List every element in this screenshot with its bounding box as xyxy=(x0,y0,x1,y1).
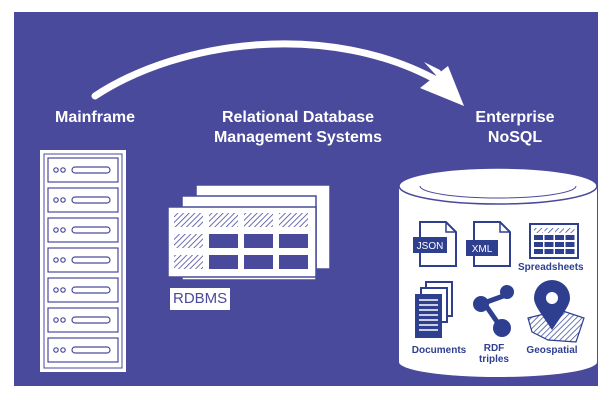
rack-unit xyxy=(47,277,119,303)
rack-led xyxy=(60,317,66,323)
rack-led xyxy=(60,287,66,293)
xml-file-icon: XML xyxy=(466,221,511,267)
rack-unit xyxy=(47,307,119,333)
rack-drive-slot xyxy=(71,346,111,354)
spreadsheet-cell xyxy=(555,235,564,240)
table-cell xyxy=(244,213,273,227)
table-cell xyxy=(209,255,238,269)
rack-led xyxy=(53,347,59,353)
spreadsheet-cell xyxy=(565,249,575,254)
spreadsheet-cell xyxy=(555,228,564,233)
spreadsheet-cell xyxy=(565,235,575,240)
documents-icon xyxy=(415,281,453,338)
rack-unit xyxy=(47,217,119,243)
map-pin-icon xyxy=(527,280,585,343)
table-cell xyxy=(244,255,273,269)
json-file-icon: JSON xyxy=(413,221,457,267)
rack-drive-slot xyxy=(71,226,111,234)
table-cell xyxy=(174,213,203,227)
rdf-triples-label: RDF triples xyxy=(478,343,509,365)
json-label: JSON xyxy=(417,241,444,252)
table-cell xyxy=(279,255,308,269)
rdf-graph-icon xyxy=(473,285,514,337)
rack-led xyxy=(60,167,66,173)
spreadsheet-cell xyxy=(555,249,564,254)
rack-unit xyxy=(47,157,119,183)
rack-drive-slot xyxy=(71,166,111,174)
table-cell xyxy=(279,213,308,227)
spreadsheet-cell xyxy=(544,242,554,247)
table-cell xyxy=(244,234,273,248)
spreadsheet-cell xyxy=(544,249,554,254)
rack-unit xyxy=(47,337,119,363)
table-cell xyxy=(174,255,203,269)
rack-led xyxy=(60,197,66,203)
spreadsheet-cell xyxy=(534,242,543,247)
rack-unit xyxy=(47,247,119,273)
spreadsheet-cell xyxy=(544,235,554,240)
rack-unit xyxy=(47,187,119,213)
nosql-heading: Enterprise NoSQL xyxy=(475,109,555,146)
spreadsheet-cell xyxy=(534,249,543,254)
spreadsheet-cell xyxy=(565,228,575,233)
rack-led xyxy=(53,167,59,173)
mainframe-heading: Mainframe xyxy=(54,109,136,126)
rdbms-heading: Relational Database Management Systems xyxy=(213,109,383,146)
table-cell xyxy=(209,234,238,248)
rack-led xyxy=(60,227,66,233)
documents-label: Documents xyxy=(411,345,467,356)
rack-drive-slot xyxy=(71,316,111,324)
spreadsheet-cell xyxy=(534,235,543,240)
xml-label: XML xyxy=(472,244,493,255)
rack-drive-slot xyxy=(71,286,111,294)
geospatial-label: Geospatial xyxy=(526,345,578,356)
rack-led xyxy=(53,257,59,263)
spreadsheet-cell xyxy=(534,228,543,233)
rack-led xyxy=(53,287,59,293)
rack-led xyxy=(53,197,59,203)
spreadsheet-cell xyxy=(555,242,564,247)
rdbms-tag: RDBMS xyxy=(170,288,231,310)
migration-arrow xyxy=(91,40,464,106)
rack-led xyxy=(53,317,59,323)
table-stack-icon xyxy=(167,184,331,281)
spreadsheet-cell xyxy=(544,228,554,233)
server-rack-icon xyxy=(40,150,126,372)
spreadsheet-cell xyxy=(565,242,575,247)
table-cell xyxy=(174,234,203,248)
rack-drive-slot xyxy=(71,256,111,264)
rack-led xyxy=(53,227,59,233)
table-cell xyxy=(209,213,238,227)
spreadsheet-icon xyxy=(529,223,579,259)
table-cell xyxy=(279,234,308,248)
rack-led xyxy=(60,257,66,263)
rack-led xyxy=(60,347,66,353)
rack-drive-slot xyxy=(71,196,111,204)
spreadsheets-label: Spreadsheets xyxy=(518,262,584,273)
